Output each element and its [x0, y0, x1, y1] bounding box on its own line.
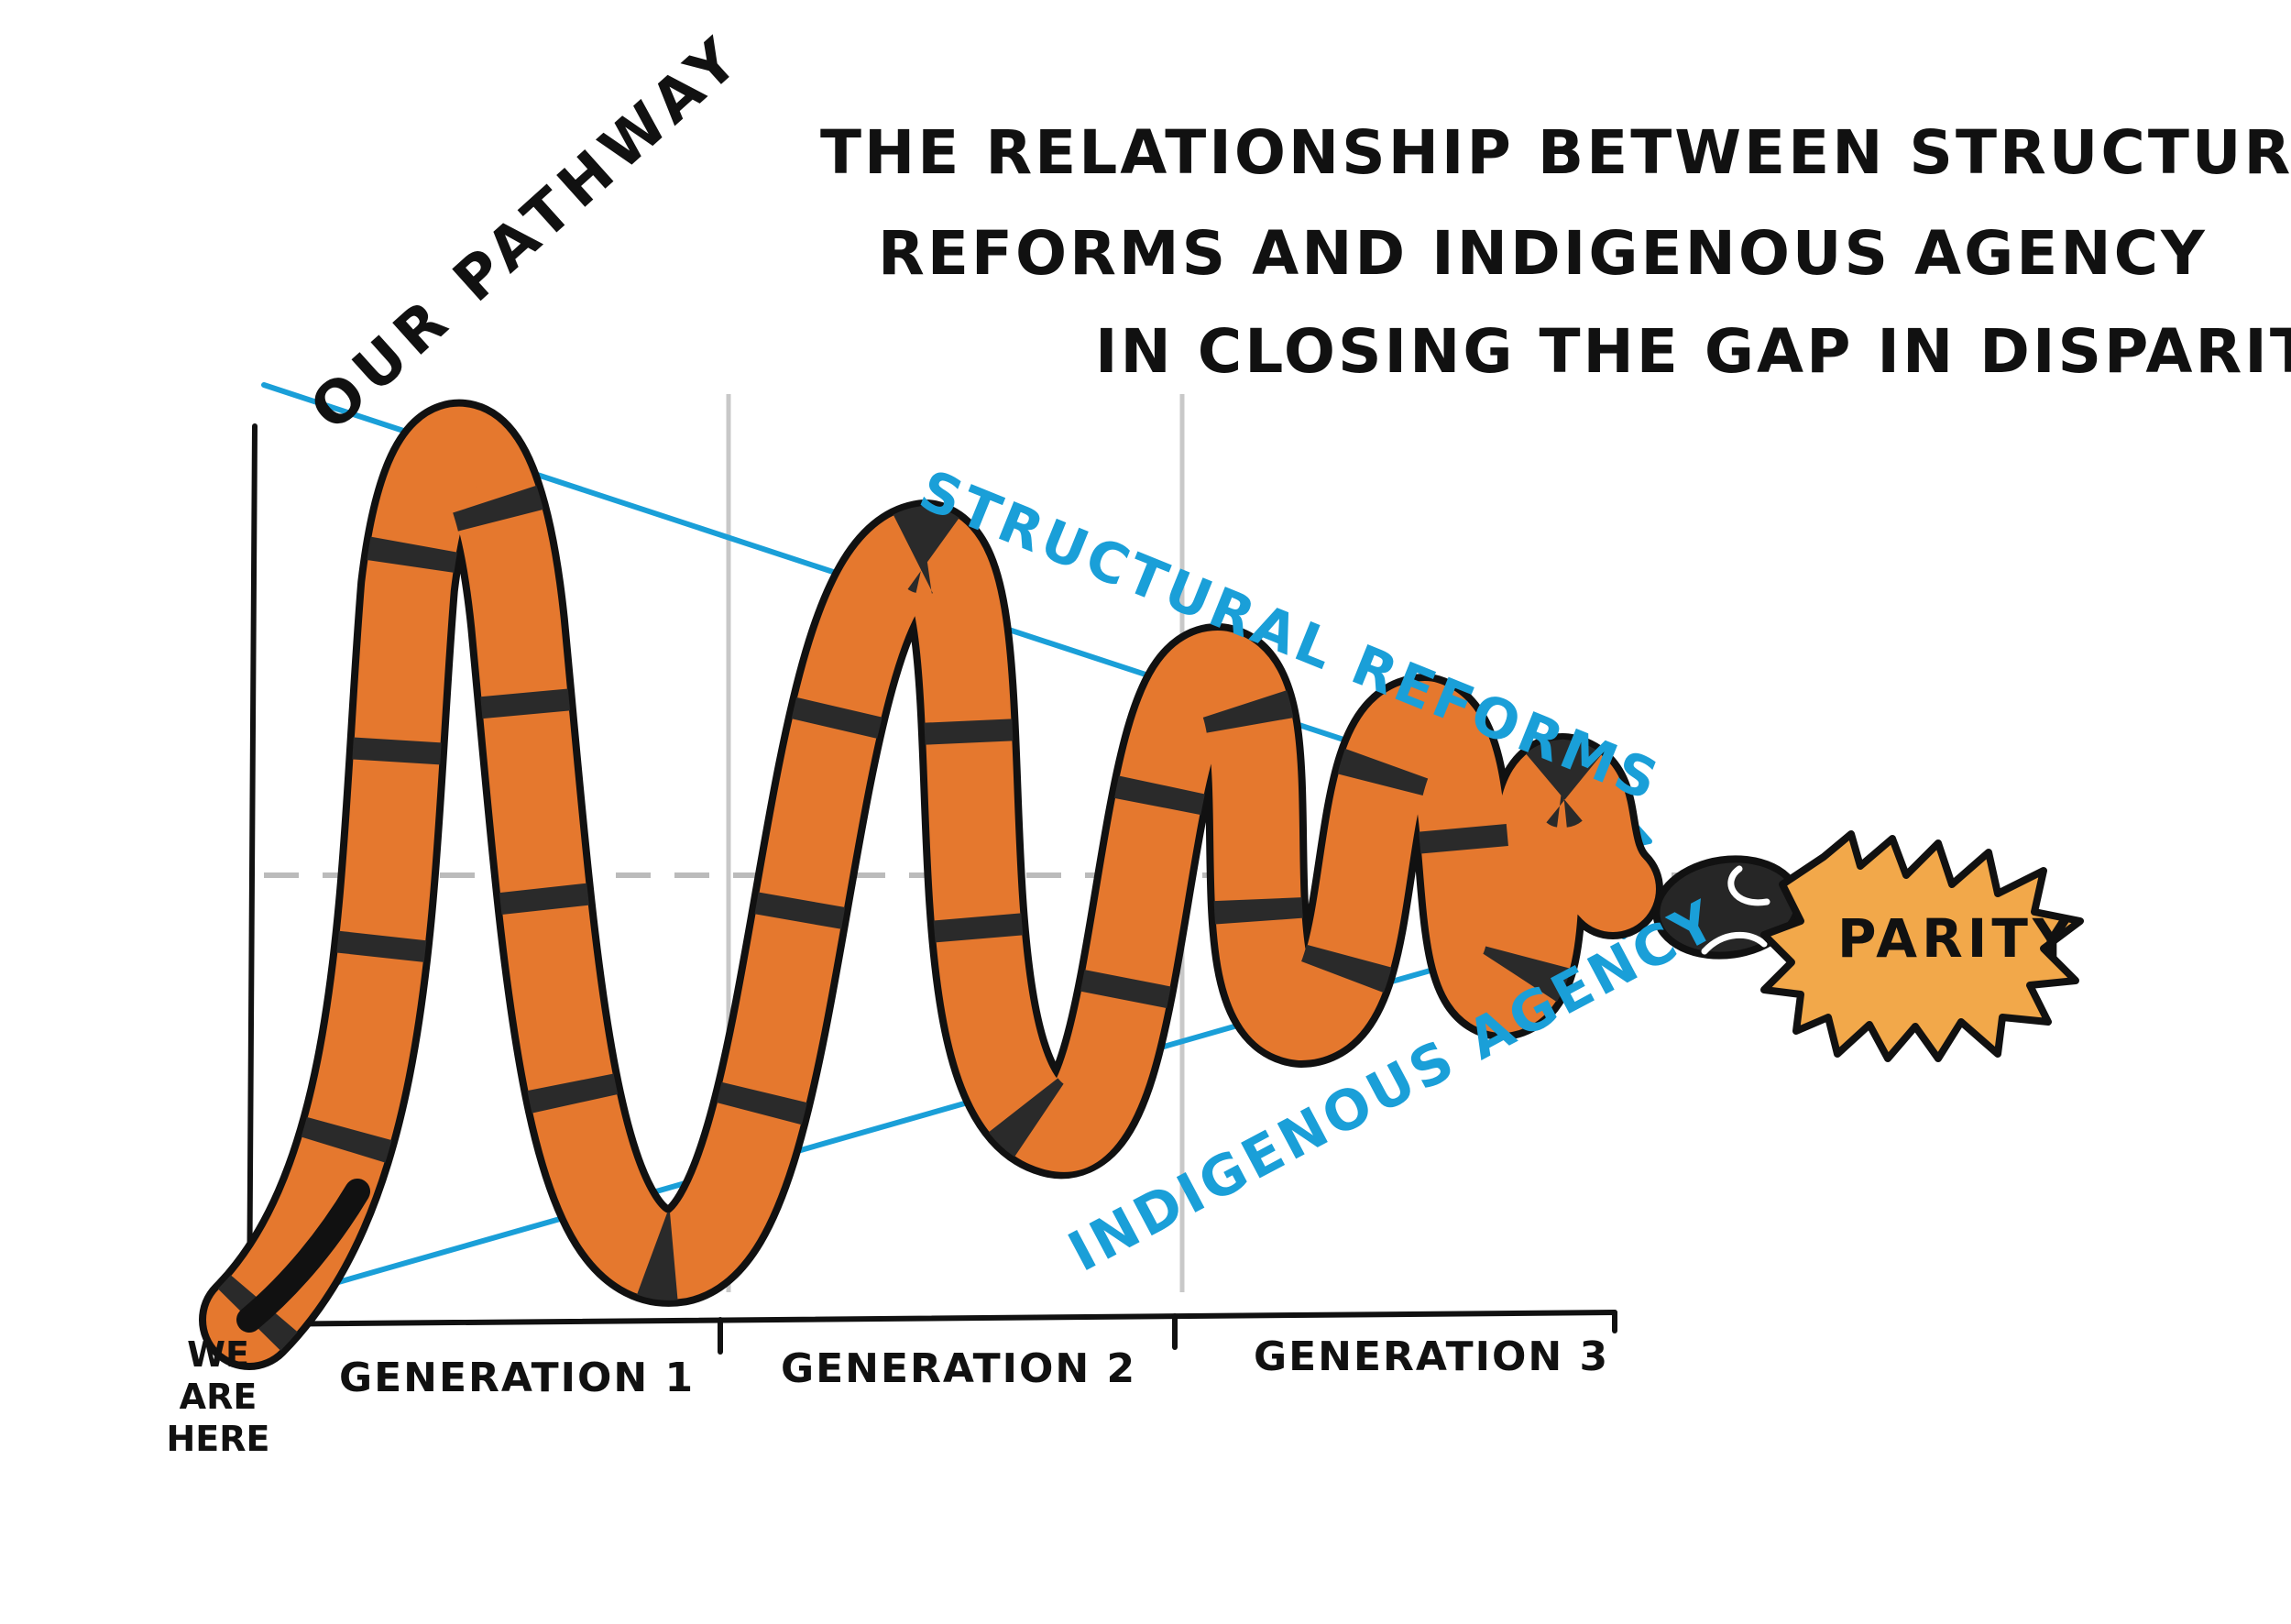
parity-label: Parity	[1837, 907, 2076, 970]
title-line-2: Reforms and Indigenous Agency	[878, 218, 2208, 289]
parity-burst-icon	[1760, 830, 2084, 1062]
we-are-here-line-1: We	[187, 1334, 249, 1375]
y-axis	[247, 423, 258, 1327]
we-are-here-label: We Are Here	[163, 1333, 273, 1460]
generation-2-label: Generation 2	[781, 1345, 1137, 1392]
generation-1-label: Generation 1	[339, 1355, 696, 1401]
title-line-1: The Relationship Between Structural	[820, 117, 2291, 188]
snake-eye-mark-upper	[1727, 865, 1770, 906]
x-axis	[247, 1310, 1617, 1327]
snake-pathway-icon	[199, 400, 1803, 1370]
we-are-here-line-2: Are	[179, 1377, 258, 1417]
snake-tail	[236, 1179, 370, 1333]
snake-eye-mark-lower	[1701, 931, 1768, 955]
parity-burst-shape	[1760, 830, 2084, 1062]
we-are-here-line-3: Here	[166, 1419, 270, 1459]
title-line-3: in closing the Gap in Disparity	[1095, 316, 2291, 387]
snake-body-fill	[206, 407, 1656, 1363]
indigenous-agency-line	[252, 909, 1639, 1309]
generation-3-label: Generation 3	[1254, 1333, 1610, 1380]
